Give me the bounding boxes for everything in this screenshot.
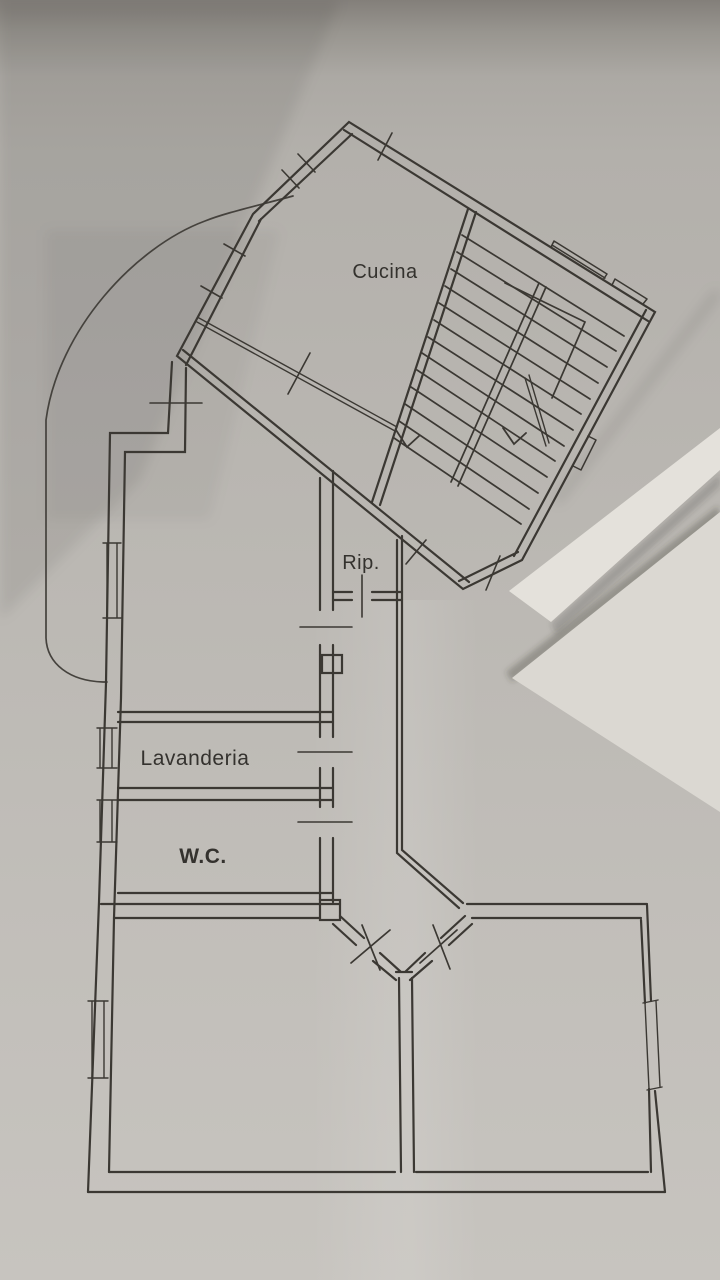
cucina-partition-wall [196, 317, 398, 432]
sheet-strip [509, 428, 720, 622]
left-outer-wall [86, 360, 174, 1194]
tilted-block-outer-wall [175, 120, 657, 591]
room-label-cucina: Cucina [352, 261, 418, 283]
left-inner-wall [107, 366, 188, 1174]
stair-well-outline [504, 282, 587, 399]
door-stop-box [318, 898, 342, 922]
terrace-outline [45, 195, 294, 683]
lavanderia-wc-walls [116, 710, 335, 802]
rip-bottom-wall [331, 590, 404, 602]
entry-door-ticks [377, 132, 501, 591]
stair-direction-arrows [395, 427, 527, 449]
bottom-wall [86, 1170, 667, 1194]
staircase [393, 234, 625, 525]
entry-v-walls [331, 914, 474, 982]
stair-treads [393, 234, 625, 525]
window-lines [87, 542, 663, 1091]
corridor-right-wall [395, 534, 465, 910]
stair-break-line [524, 374, 550, 447]
stairwell-divider-wall [370, 207, 478, 507]
room-top-walls [99, 891, 649, 920]
room-label-wc: W.C. [179, 845, 227, 868]
room-door-ticks [149, 402, 353, 823]
terrace-shade [46, 230, 280, 520]
sheet-corner [512, 512, 720, 812]
partition-door-tick [287, 352, 311, 395]
fold-highlight [310, 600, 480, 1280]
room-label-lavanderia: Lavanderia [141, 747, 250, 770]
flue-box [320, 653, 344, 675]
plan-linework [45, 120, 667, 1194]
cucina-window-ticks [200, 153, 316, 299]
tilted-block [175, 120, 657, 591]
center-dividing-wall [397, 976, 416, 1174]
sheet-shadow-strip [551, 474, 720, 634]
room-labels: Cucina Rip. Lavanderia W.C. [141, 261, 418, 868]
room-label-rip: Rip. [342, 552, 380, 574]
entry-v-door-marks [350, 924, 458, 971]
stair-window-boxes [550, 240, 648, 471]
right-outer-wall [639, 903, 667, 1194]
tilted-block-inner-wall [181, 128, 650, 584]
stair-stringer [450, 282, 547, 487]
overlapping-sheets [506, 428, 720, 812]
rooms-right-wall [318, 469, 335, 904]
lower-building [86, 360, 667, 1194]
sheet-shadow-corner [506, 506, 720, 682]
